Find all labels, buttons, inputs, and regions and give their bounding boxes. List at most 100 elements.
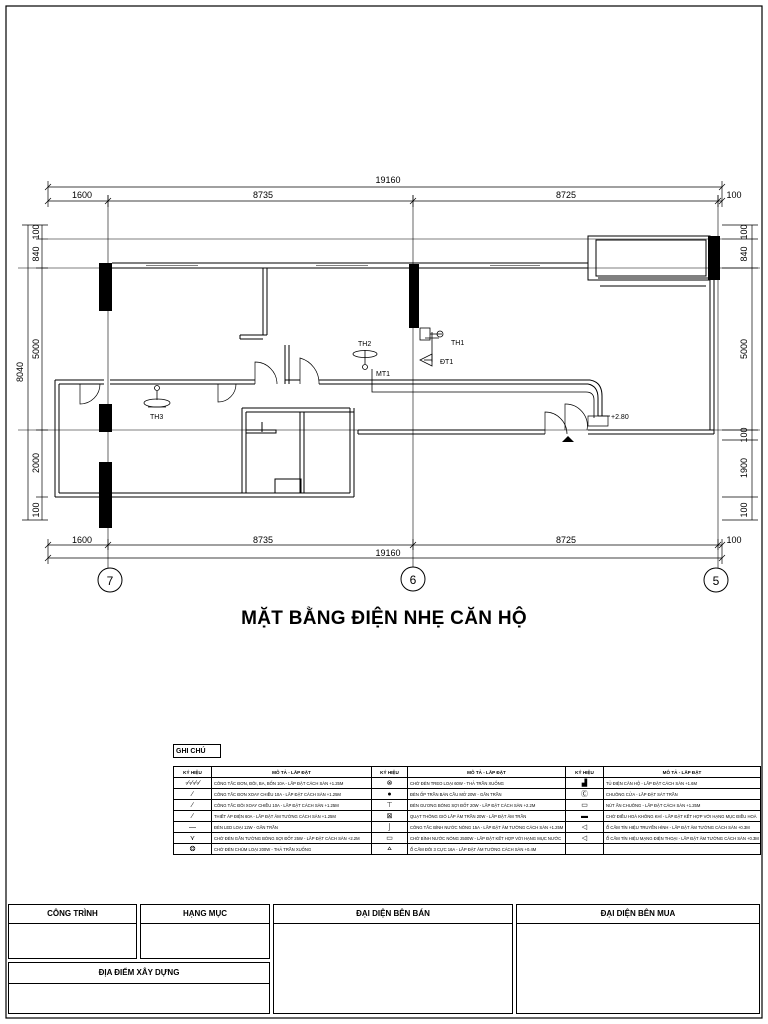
- axis-bubble-7: [97, 567, 123, 593]
- dim-top-seg-3: 8725: [556, 190, 576, 200]
- titleblock-ben-ban-label: ĐẠI DIỆN BÊN BÁN: [274, 905, 512, 924]
- legend-symbol-icon: ◁: [565, 821, 604, 833]
- label-level: +2.80: [611, 414, 629, 421]
- legend-symbol-icon: ❂: [173, 843, 212, 855]
- legend-desc: Ổ CẮM TÍN HIỆU TRUYỀN HÌNH - LẮP ĐẶT ÂM …: [603, 821, 761, 833]
- legend-symbol-icon: —: [173, 821, 212, 833]
- dim-left-seg-2: 840: [31, 246, 41, 261]
- dim-bottom-seg-3: 8725: [556, 535, 576, 545]
- dim-top-total: 19160: [375, 175, 400, 185]
- legend-desc: ĐÈN LED LOẠI 12W - GẮN TRẦN: [211, 821, 372, 833]
- entry-marker: [562, 436, 574, 442]
- legend-desc: [603, 843, 761, 855]
- legend-symbol-icon: ▭: [565, 799, 604, 811]
- legend-desc: ĐÈN ỐP TRẦN BÁN CẦU MỞ 20W - GẮN TRẦN: [407, 788, 566, 800]
- axis-bubble-6: [400, 566, 426, 592]
- dim-right-seg-3: 5000: [739, 339, 749, 359]
- legend-symbol-icon: ⩟: [371, 843, 408, 855]
- device-dt1: [419, 353, 433, 367]
- dim-right-seg-1: 100: [739, 224, 749, 239]
- legend-row: ❂ CHỜ ĐÈN CHÙM LOẠI 200W - THẢ TRẦN XUỐN…: [173, 843, 761, 855]
- legend-header: KÝ HIỆU: [371, 766, 408, 778]
- legend-header: MÔ TẢ - LẮP ĐẶT: [407, 766, 566, 778]
- legend-desc: Ổ CẮM ĐÔI 3 CỰC 16A - LẮP ĐẶT ÂM TƯỜNG C…: [407, 843, 566, 855]
- legend-desc: CHỜ BÌNH NƯỚC NÓNG 2500W - LẮP ĐẶT KẾT H…: [407, 832, 566, 844]
- axis-label-5: 5: [713, 574, 720, 588]
- walls: [54, 235, 715, 498]
- dim-top-seg-2: 8735: [253, 190, 273, 200]
- dim-right-seg-2: 840: [739, 246, 749, 261]
- label-th1: TH1: [451, 340, 464, 347]
- legend-desc: CHUÔNG CỬA - LẮP ĐẶT SÁT TRẦN: [603, 788, 761, 800]
- titleblock-dai-dien-ben-mua: ĐẠI DIỆN BÊN MUA: [516, 904, 760, 1014]
- door-swings: [79, 357, 609, 435]
- dim-left-seg-5: 100: [31, 502, 41, 517]
- legend-desc: Ổ CẮM TÍN HIỆU MẠNG ĐIỆN THOẠI - LẮP ĐẶT…: [603, 832, 761, 844]
- legend-header: KÝ HIỆU: [173, 766, 212, 778]
- device-th1: [419, 327, 444, 341]
- label-th3: TH3: [150, 414, 163, 421]
- titleblock-cong-trinh: CÔNG TRÌNH: [8, 904, 137, 959]
- legend-desc: CÔNG TẮC ĐÔI XOAY CHIỀU 10A - LẮP ĐẶT CÁ…: [211, 799, 372, 811]
- dim-right-seg-6: 100: [739, 502, 749, 517]
- legend-desc: QUẠT THÔNG GIÓ LẮP ÂM TRẦN 20W - LẮP ĐẶT…: [407, 810, 566, 822]
- legend-row: ∕ CÔNG TẮC ĐÔI XOAY CHIỀU 10A - LẮP ĐẶT …: [173, 799, 761, 811]
- dim-bottom-seg-2: 8735: [253, 535, 273, 545]
- legend-symbol-icon: ⌡: [371, 821, 408, 833]
- label-mt1: MT1: [376, 371, 390, 378]
- titleblock-hang-muc: HẠNG MỤC: [140, 904, 270, 959]
- axis-label-7: 7: [107, 574, 114, 588]
- legend-table: KÝ HIỆU MÔ TẢ - LẮP ĐẶT KÝ HIỆU MÔ TẢ - …: [173, 766, 761, 855]
- axis-bubble-5: [703, 567, 729, 593]
- dim-right-seg-5: 1900: [739, 458, 749, 478]
- dim-bottom-total: 19160: [375, 548, 400, 558]
- plan-title: MẶT BẰNG ĐIỆN NHẸ CĂN HỘ: [241, 608, 527, 629]
- legend-desc: TỦ ĐIỆN CĂN HỘ - LẮP ĐẶT CÁCH SÀN +1.6M: [603, 777, 761, 789]
- dim-left-seg-4: 2000: [31, 453, 41, 473]
- legend-symbol-icon: ◁: [565, 832, 604, 844]
- grid-lines: [18, 195, 760, 568]
- axis-label-6: 6: [410, 573, 417, 587]
- dim-bottom-seg-1: 1600: [72, 535, 92, 545]
- dim-left-total: 8040: [15, 362, 25, 382]
- titleblock-dia-diem: ĐỊA ĐIỂM XÂY DỰNG: [8, 962, 270, 1014]
- legend-symbol-icon: ∕: [173, 799, 212, 811]
- legend-symbol-icon: ⊠: [371, 810, 408, 822]
- titleblock-dai-dien-ben-ban: ĐẠI DIỆN BÊN BÁN: [273, 904, 513, 1014]
- dim-top-seg-1: 1600: [72, 190, 92, 200]
- dim-right-seg-4: 100: [739, 427, 749, 442]
- legend-desc: CÔNG TẮC BÌNH NƯỚC NÓNG 15A - LẮP ĐẶT ÂM…: [407, 821, 566, 833]
- dim-left-seg-3: 5000: [31, 339, 41, 359]
- legend-symbol-icon: [565, 843, 604, 855]
- legend-row: ◦∕◦∕◦∕◦∕ CÔNG TẮC ĐƠN, ĐÔI, BA, BỐN 10A …: [173, 777, 761, 789]
- legend-tag: GHI CHÚ: [173, 744, 221, 758]
- electrical-wiring: [371, 332, 595, 418]
- legend-header-row: KÝ HIỆU MÔ TẢ - LẮP ĐẶT KÝ HIỆU MÔ TẢ - …: [173, 766, 761, 778]
- legend-symbol-icon: Ⓒ: [565, 788, 604, 800]
- legend-symbol-icon: ▭: [371, 832, 408, 844]
- legend-desc: CHỜ ĐIỀU HOÀ KHÔNG KHÍ - LẮP ĐẶT KẾT HỢP…: [603, 810, 761, 822]
- legend-desc: NÚT ẤN CHUÔNG - LẮP ĐẶT CÁCH SÀN +1.25M: [603, 799, 761, 811]
- legend-symbol-icon: ▟: [565, 777, 604, 789]
- legend-row: ⋎ CHỜ ĐÈN GẮN TƯỜNG BÓNG SỢI ĐỐT 25W - L…: [173, 832, 761, 844]
- legend-header: MÔ TẢ - LẮP ĐẶT: [603, 766, 761, 778]
- legend-symbol-icon: ●: [371, 788, 408, 800]
- legend-desc: ĐÈN GƯƠNG BÓNG SỢI ĐỐT 20W - LẮP ĐẶT CÁC…: [407, 799, 566, 811]
- legend-symbol-icon: ⊤: [371, 799, 408, 811]
- legend-symbol-icon: ⋎: [173, 832, 212, 844]
- legend-header: KÝ HIỆU: [565, 766, 604, 778]
- legend-symbol-icon: ∕: [173, 788, 212, 800]
- sheet-border: [5, 5, 763, 1019]
- titleblock-cong-trinh-label: CÔNG TRÌNH: [9, 905, 136, 924]
- titleblock-hang-muc-label: HẠNG MỤC: [141, 905, 269, 924]
- titleblock-ben-mua-label: ĐẠI DIỆN BÊN MUA: [517, 905, 759, 924]
- dim-bottom-seg-4: 100: [726, 535, 741, 545]
- label-dt1: ĐT1: [440, 359, 453, 366]
- legend-symbol-icon: ▬: [565, 810, 604, 822]
- dim-top-seg-4: 100: [726, 190, 741, 200]
- legend-symbol-icon: ◦∕◦∕◦∕◦∕: [173, 777, 212, 789]
- legend-symbol-icon: ⊗: [371, 777, 408, 789]
- label-th2: TH2: [358, 341, 371, 348]
